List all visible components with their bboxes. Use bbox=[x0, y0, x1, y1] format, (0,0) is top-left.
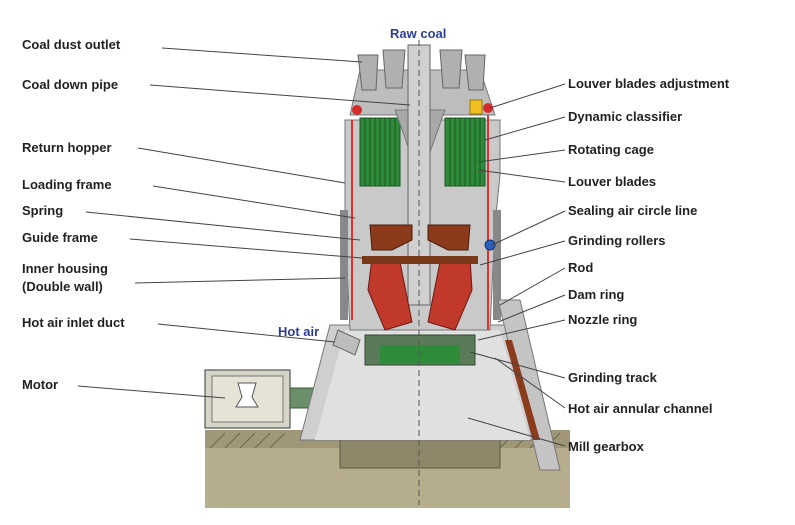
motor-body bbox=[204, 369, 316, 429]
right-support-column bbox=[497, 299, 561, 471]
grinding-rollers bbox=[362, 224, 478, 331]
sealing-air-line bbox=[351, 115, 489, 330]
loading-frame-label: Loading frame bbox=[22, 177, 112, 192]
mill-body bbox=[299, 324, 546, 441]
coal-down-pipe-label: Coal down pipe bbox=[22, 77, 118, 92]
louver-adjustment-actuator bbox=[352, 99, 493, 115]
coal-dust-outlet-label: Coal dust outlet bbox=[22, 37, 121, 52]
inner-housing-sub-label: (Double wall) bbox=[22, 279, 103, 294]
coal-dust-outlet-pipes bbox=[357, 49, 486, 91]
hot-air-inlet-duct-label: Hot air inlet duct bbox=[22, 315, 125, 330]
spring-label: Spring bbox=[22, 203, 63, 218]
hot-air-inlet bbox=[332, 329, 361, 356]
dam-ring-label: Dam ring bbox=[568, 287, 624, 302]
hot-air-label: Hot air bbox=[278, 324, 319, 339]
sealing-air-valve bbox=[484, 239, 496, 251]
hot-air-annular-channel-label: Hot air annular channel bbox=[568, 401, 712, 416]
nozzle-ring-label: Nozzle ring bbox=[568, 312, 637, 327]
louver-blades-adjustment-label: Louver blades adjustment bbox=[568, 76, 730, 91]
dynamic-classifier-label: Dynamic classifier bbox=[568, 109, 682, 124]
rod-label: Rod bbox=[568, 260, 593, 275]
sealing-air-circle-line-label: Sealing air circle line bbox=[568, 203, 697, 218]
grinding-track-label: Grinding track bbox=[568, 370, 658, 385]
inner-housing-label: Inner housing bbox=[22, 261, 108, 276]
coal-down-pipe bbox=[407, 40, 431, 505]
return-hopper-label: Return hopper bbox=[22, 140, 112, 155]
leader-lines bbox=[77, 47, 566, 447]
raw-coal-label: Raw coal bbox=[390, 26, 446, 41]
louver-blades-label: Louver blades bbox=[568, 174, 656, 189]
mill-gearbox-label: Mill gearbox bbox=[568, 439, 645, 454]
grinding-rollers-label: Grinding rollers bbox=[568, 233, 666, 248]
rotating-cage-label: Rotating cage bbox=[568, 142, 654, 157]
motor-label: Motor bbox=[22, 377, 58, 392]
foundation bbox=[205, 430, 570, 508]
guide-frame-label: Guide frame bbox=[22, 230, 98, 245]
